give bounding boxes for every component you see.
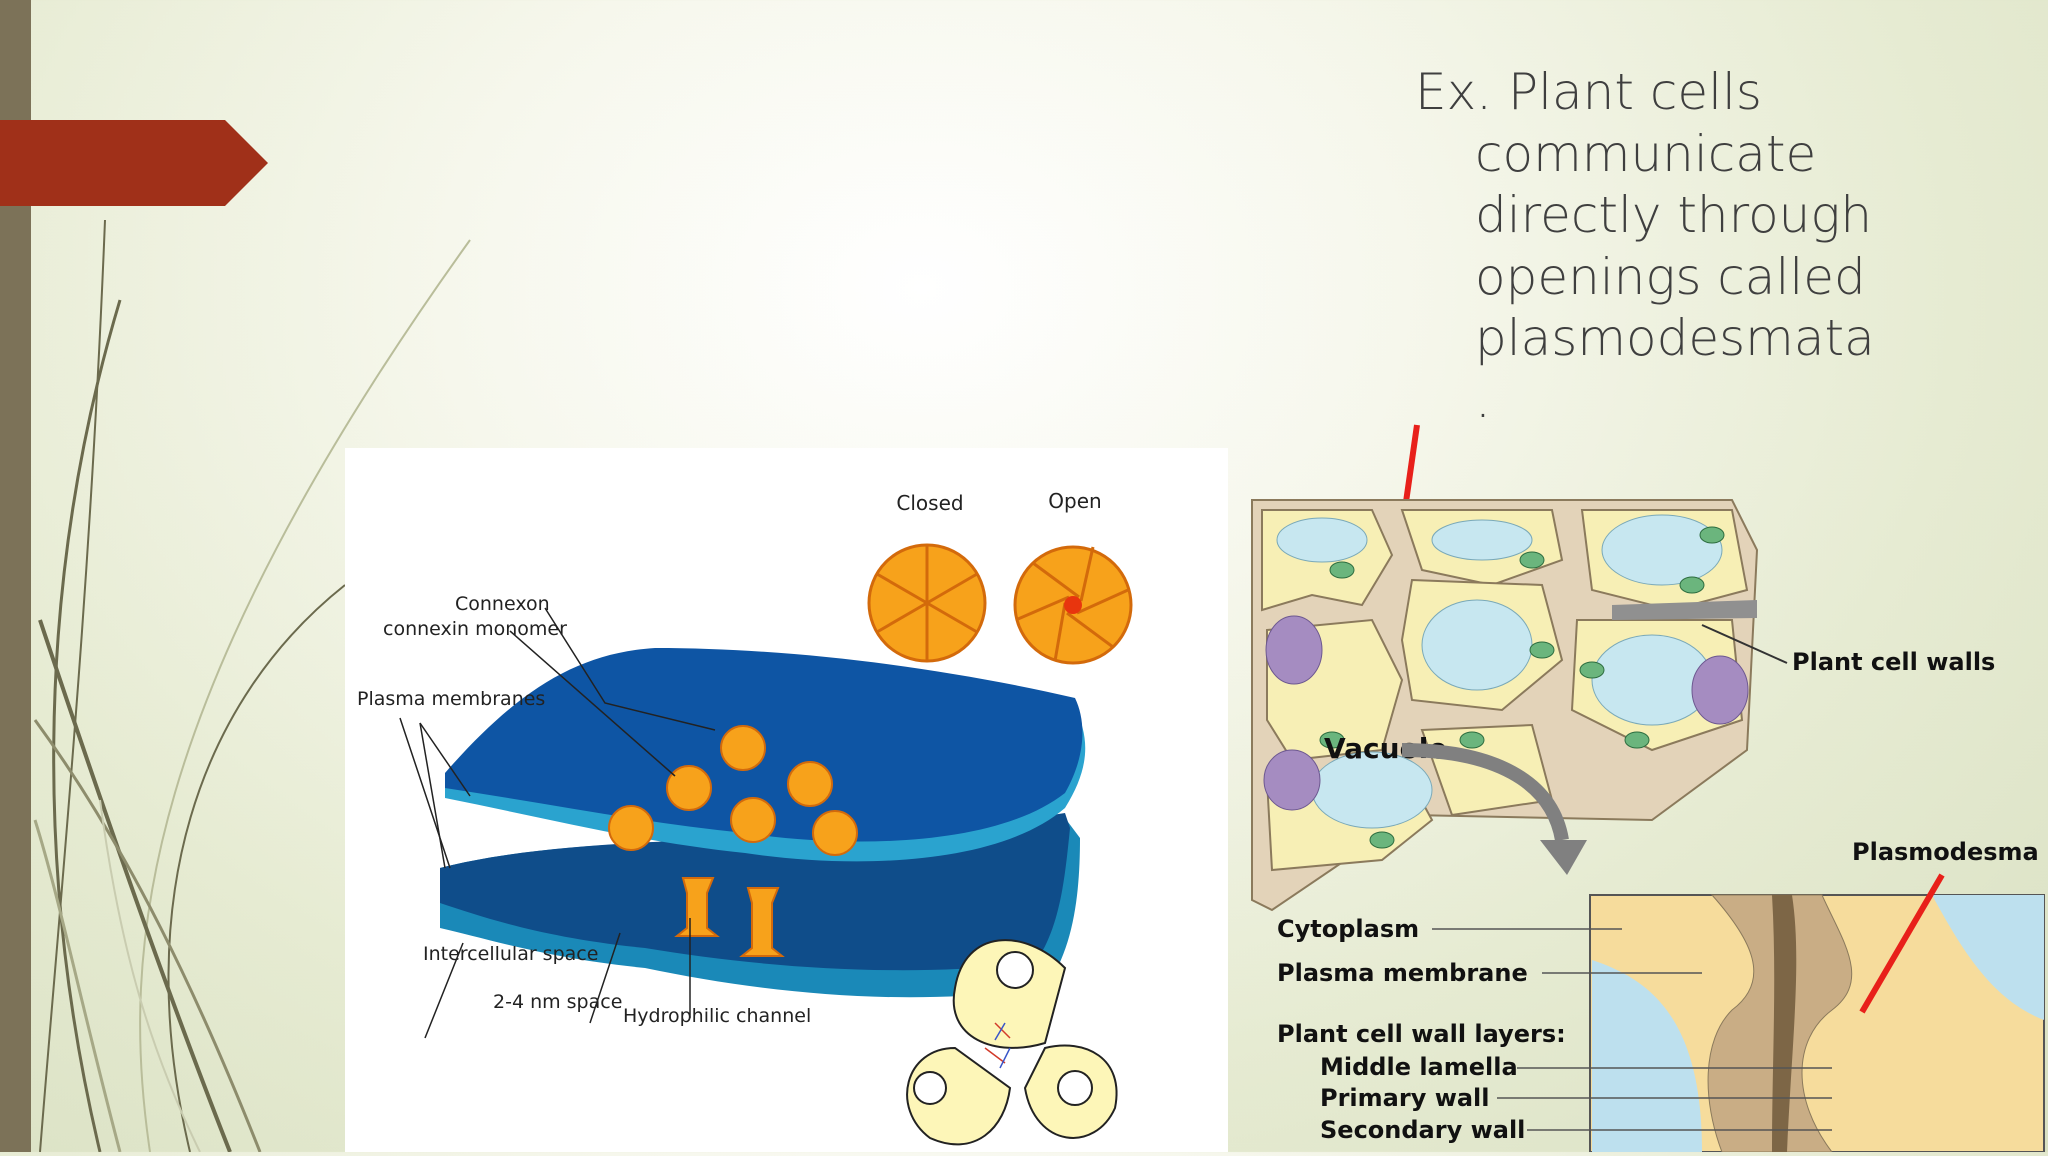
label-secondary-wall: Secondary wall (1320, 1116, 1525, 1144)
connexon-cluster (608, 725, 858, 856)
title-line-1: Ex. Plant cells (1415, 63, 1762, 121)
hydrophilic-channel-shapes (674, 877, 785, 957)
label-nm-space: 2-4 nm space (493, 991, 622, 1013)
open-connexon-icon (1013, 545, 1133, 665)
label-plasmodesma: Plasmodesma (1852, 838, 2039, 866)
label-hydrophilic-channel: Hydrophilic channel (623, 1005, 811, 1027)
label-closed: Closed (896, 491, 963, 515)
three-cells-icon (906, 939, 1118, 1146)
label-connexin-monomer: connexin monomer (383, 618, 567, 640)
label-open: Open (1048, 489, 1101, 513)
label-intercellular-space: Intercellular space (423, 943, 598, 965)
walls-pointer (1612, 600, 1788, 664)
label-plant-cell-walls: Plant cell walls (1792, 648, 1995, 676)
title-line-2: communicate (1475, 124, 1817, 183)
closed-connexon-icon (867, 543, 987, 663)
title-line-3: directly through (1475, 186, 1873, 244)
label-middle-lamella: Middle lamella (1320, 1053, 1518, 1081)
label-plasma-membranes: Plasma membranes (357, 688, 545, 710)
leader-lines (399, 607, 716, 1039)
title-line-6: . (1475, 370, 1491, 429)
label-wall-layers: Plant cell wall layers: (1277, 1020, 1566, 1048)
label-connexon: Connexon (455, 593, 550, 615)
title-line-5: plasmodesmata (1475, 309, 1875, 367)
plant-cell-diagram: Vacuole Plant cell walls Plasmodesma (1232, 420, 2048, 1153)
plant-cell-block (1251, 499, 1759, 912)
grey-curved-arrow-icon (1401, 743, 1587, 875)
decorative-grass-lines (33, 219, 471, 1152)
slide-title: Ex. Plant cells communicate directly thr… (1415, 62, 2015, 431)
accent-arrow-tab (0, 120, 268, 206)
title-line-4: openings called (1475, 247, 1866, 306)
label-primary-wall: Primary wall (1320, 1084, 1490, 1112)
label-plasma-membrane: Plasma membrane (1277, 959, 1528, 987)
red-arrow-icon-bottom (1859, 873, 1945, 1014)
label-cytoplasm: Cytoplasm (1277, 915, 1419, 943)
plasmodesma-zoom-detail (1589, 894, 2045, 1153)
bottom-leader-lines (1432, 928, 1832, 1131)
gap-junction-diagram: Closed Open (345, 448, 1228, 1152)
